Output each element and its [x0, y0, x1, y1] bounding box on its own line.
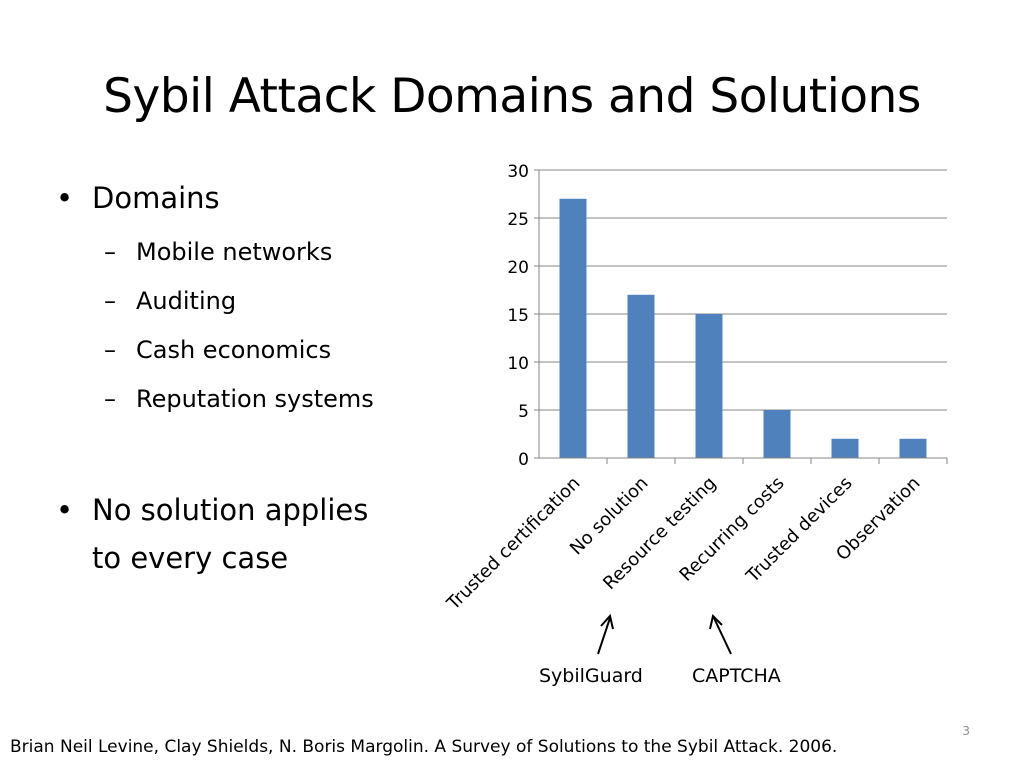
- sub-bullet-label: Auditing: [136, 287, 237, 315]
- annotation-sybilguard: SybilGuard: [539, 665, 643, 687]
- annotation-arrows: [597, 613, 732, 655]
- bullet-marker: •: [56, 493, 74, 527]
- bullet-domains-label: Domains: [92, 181, 220, 215]
- y-tick-label: 20: [507, 258, 529, 278]
- sub-bullet-marker: –: [104, 238, 116, 266]
- y-tick-labels: 0 5 10 15 20 25 30: [507, 162, 529, 470]
- y-tick-label: 10: [507, 354, 529, 374]
- bar: [627, 294, 655, 458]
- arrow-sybilguard-head: [600, 613, 614, 630]
- sub-bullet-marker: –: [104, 385, 116, 413]
- annotation-captcha: CAPTCHA: [692, 665, 781, 687]
- bar: [559, 198, 587, 459]
- y-tick-label: 30: [507, 162, 529, 182]
- bar: [695, 314, 723, 458]
- bullet-no-solution-line2: to every case: [92, 541, 289, 575]
- y-tick-label: 15: [507, 306, 529, 326]
- gridlines: [539, 169, 947, 411]
- slide-number: 3: [962, 724, 970, 738]
- bullet-no-solution-line1: No solution applies: [92, 493, 369, 527]
- slide-title: Sybil Attack Domains and Solutions: [103, 69, 921, 124]
- arrow-captcha-head: [709, 614, 723, 630]
- axes: [534, 169, 948, 464]
- y-tick-label: 5: [518, 402, 529, 422]
- x-tick-label: Resource testing: [599, 473, 720, 594]
- sub-bullet-marker: –: [104, 287, 116, 315]
- x-tick-label: Trusted certification: [442, 473, 584, 615]
- bar: [831, 438, 859, 458]
- arrow-sybilguard: [597, 617, 611, 655]
- y-tick-label: 0: [518, 450, 529, 470]
- bars: [559, 198, 927, 459]
- y-tick-label: 25: [507, 210, 529, 230]
- bullet-marker: •: [56, 181, 74, 215]
- sub-bullet-label: Mobile networks: [136, 238, 333, 266]
- sub-bullet-marker: –: [104, 336, 116, 364]
- arrow-captcha: [713, 617, 732, 655]
- citation: Brian Neil Levine, Clay Shields, N. Bori…: [10, 737, 838, 757]
- bar: [763, 410, 791, 458]
- sub-bullet-label: Cash economics: [136, 336, 332, 364]
- bar: [899, 438, 927, 458]
- sub-bullet-label: Reputation systems: [136, 385, 374, 413]
